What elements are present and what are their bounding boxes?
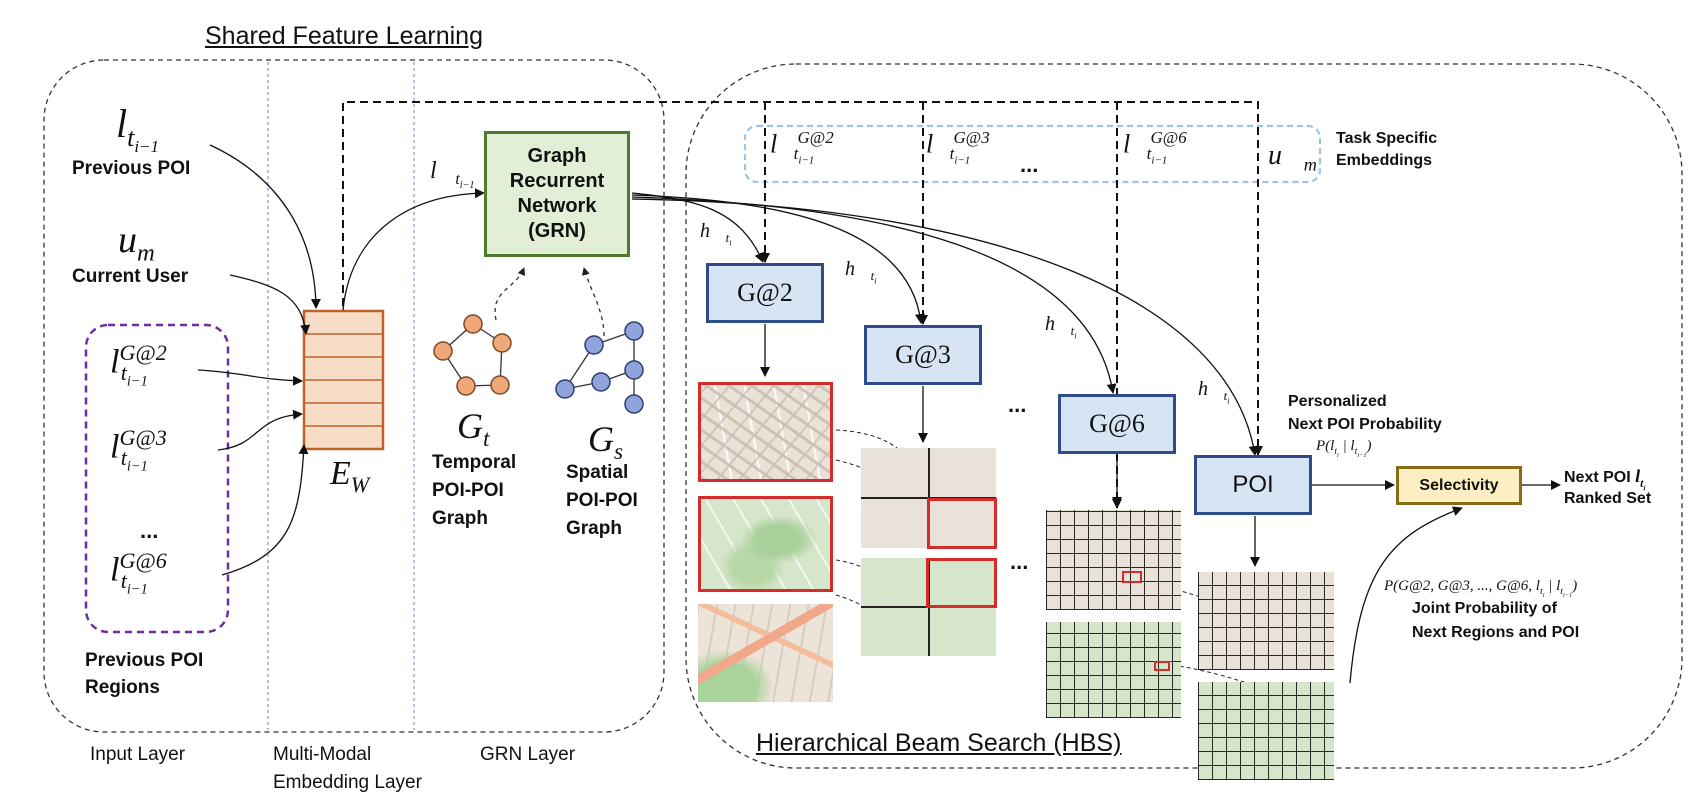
- shared-learning-panel: [43, 59, 665, 733]
- previous-poi-label: Previous POI: [72, 158, 191, 179]
- embedding-layer-label-line2: Embedding Layer: [273, 772, 422, 793]
- joint-label-line2: Next Regions and POI: [1412, 624, 1580, 641]
- g6-box: G@6: [1058, 394, 1176, 454]
- map-g6-highlight-1: [1122, 571, 1142, 583]
- hbs-panel: [685, 63, 1683, 769]
- temporal-graph-symbol: Gt: [457, 406, 490, 453]
- embedding-layer-label-line1: Multi-Modal: [273, 744, 372, 765]
- joint-label-line1: Joint Probability of: [1412, 600, 1557, 617]
- poi-box: POI: [1194, 455, 1312, 515]
- hidden-state-label-1: h⃗ti: [700, 220, 732, 248]
- map-g2-region-3: [698, 604, 833, 702]
- map-g2-region-1: [698, 382, 833, 482]
- map-g2-region-2: [698, 496, 833, 592]
- previous-regions-box: [84, 323, 230, 634]
- map-g3-highlight-2: [926, 558, 997, 608]
- map-g3-highlight-1: [927, 498, 997, 549]
- task-embeddings-label-line2: Embeddings: [1336, 152, 1433, 169]
- levels-ellipsis-top: ...: [1008, 392, 1027, 417]
- spatial-graph-line3: Graph: [566, 518, 622, 539]
- region-g3-symbol: lG@3ti−1: [110, 425, 167, 475]
- task-embeddings-box: [743, 124, 1322, 184]
- temporal-graph-line3: Graph: [432, 508, 488, 529]
- task-embedding-g2: l⃗G@2ti−1: [770, 128, 834, 167]
- spatial-graph-line2: POI-POI: [566, 490, 638, 511]
- regions-ellipsis: ...: [140, 518, 159, 543]
- personalized-label-line2: Next POI Probability: [1288, 416, 1442, 433]
- grn-box: Graph Recurrent Network (GRN): [484, 131, 630, 257]
- personalized-formula: P(lti | lti−1): [1316, 438, 1372, 459]
- region-g2-symbol: lG@2ti−1: [110, 340, 167, 390]
- regions-label-line2: Regions: [85, 677, 160, 698]
- task-embedding-ellipsis: ...: [1020, 152, 1039, 177]
- temporal-graph-line2: POI-POI: [432, 480, 504, 501]
- previous-poi-symbol: lti−1: [116, 101, 159, 157]
- spatial-graph-symbol: Gs: [588, 419, 624, 466]
- personalized-label-line1: Personalized: [1288, 393, 1387, 410]
- hbs-title: Hierarchical Beam Search (HBS): [756, 729, 1122, 757]
- spatial-graph-line1: Spatial: [566, 462, 629, 483]
- embedding-symbol: EW: [330, 455, 370, 497]
- grn-input-symbol: l⃗ti−1: [430, 158, 475, 191]
- task-embedding-g3: l⃗G@3ti−1: [926, 128, 990, 167]
- next-poi-label-line2: Ranked Set: [1564, 490, 1652, 507]
- current-user-symbol: um: [118, 219, 155, 267]
- current-user-label: Current User: [72, 266, 189, 287]
- selectivity-box: Selectivity: [1396, 466, 1522, 505]
- task-embedding-user: u⃗m: [1268, 140, 1317, 175]
- map-g6-highlight-2: [1154, 661, 1170, 671]
- temporal-graph-line1: Temporal: [432, 452, 517, 473]
- task-embeddings-label-line1: Task Specific: [1336, 130, 1438, 147]
- hidden-state-label-4: h⃗ti: [1198, 378, 1230, 406]
- map-g6-grid-1: [1046, 510, 1181, 610]
- next-poi-label-line1: Next POI lti: [1564, 466, 1646, 492]
- spatial-graph: [555, 321, 644, 414]
- map-poi-2: [1198, 682, 1334, 780]
- levels-ellipsis-bottom: ...: [1010, 549, 1029, 574]
- shared-feature-learning-title: Shared Feature Learning: [205, 22, 483, 50]
- hidden-state-label-2: h⃗ti: [845, 258, 877, 286]
- temporal-graph: [433, 314, 512, 396]
- grn-layer-label: GRN Layer: [480, 744, 576, 765]
- joint-formula: P(G@2, G@3, ..., G@6, lti | lti−1): [1384, 578, 1578, 599]
- region-g6-symbol: lG@6ti−1: [110, 548, 167, 598]
- task-embedding-g6: l⃗G@6ti−1: [1123, 128, 1187, 167]
- input-layer-label: Input Layer: [90, 744, 186, 765]
- embedding-table: [302, 309, 385, 451]
- map-poi-1: [1198, 572, 1334, 670]
- g3-box: G@3: [864, 325, 982, 385]
- regions-label-line1: Previous POI: [85, 650, 204, 671]
- hidden-state-label-3: h⃗ti: [1045, 313, 1077, 341]
- g2-box: G@2: [706, 263, 824, 323]
